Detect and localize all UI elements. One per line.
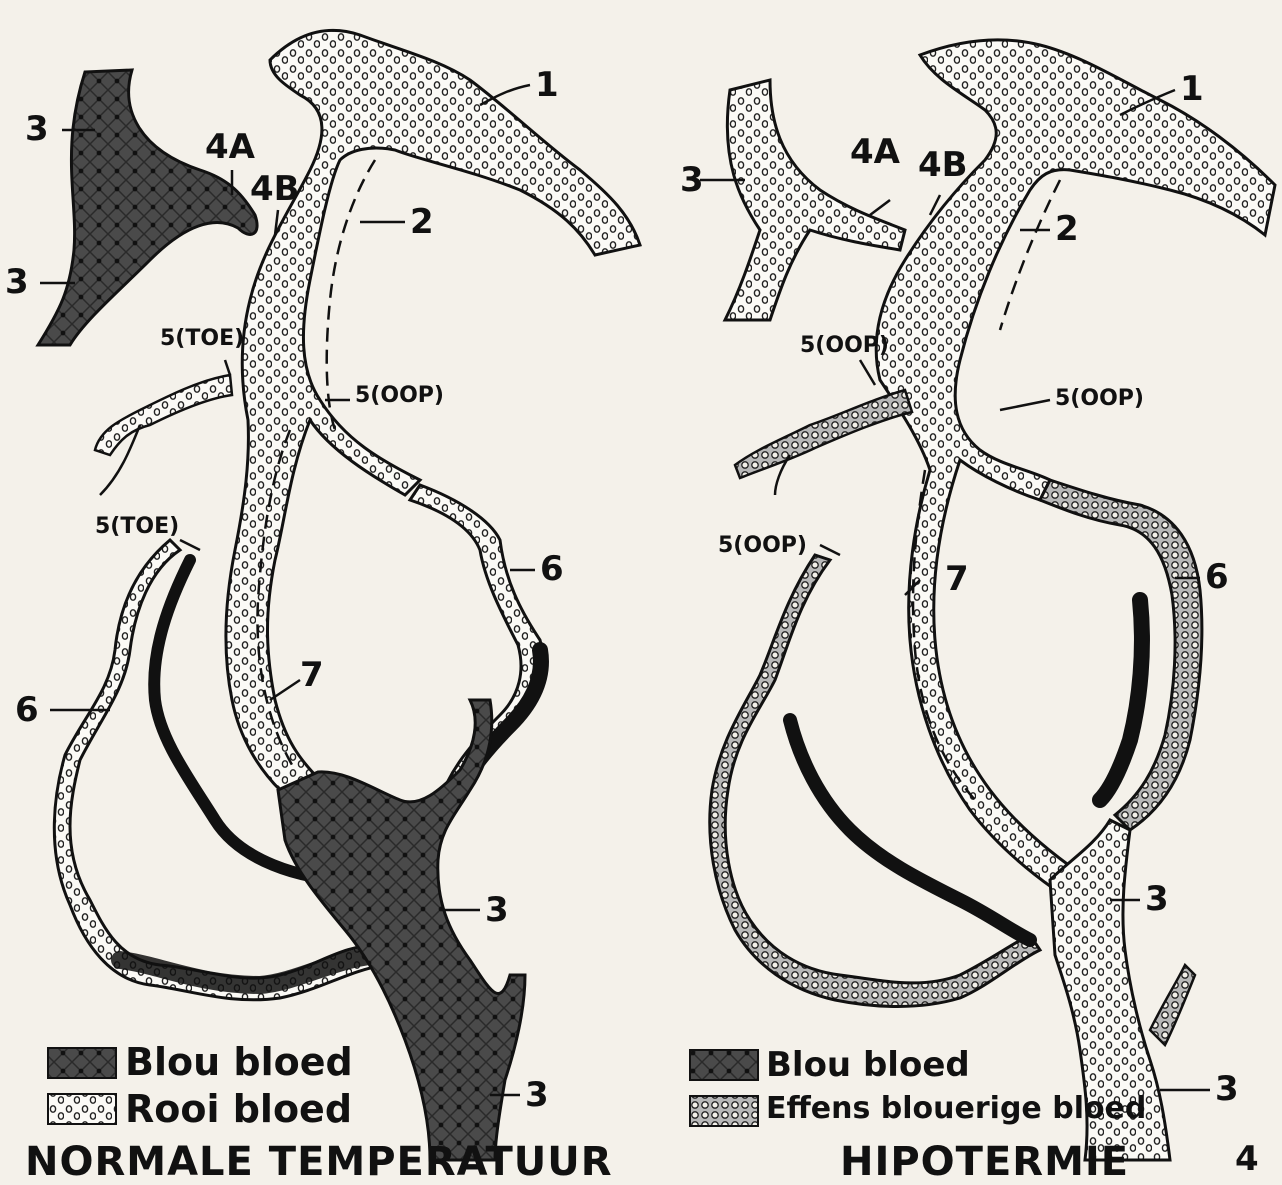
right-label-7: 7 — [945, 562, 969, 596]
legend-swatch-blue-right — [690, 1050, 758, 1080]
right-label-3-c: 3 — [1215, 1072, 1239, 1106]
right-label-3-a: 3 — [680, 163, 704, 197]
left-label-5-toe-top: 5(TOE) — [160, 328, 244, 350]
right-label-5-oop-right: 5(OOP) — [1055, 388, 1144, 410]
left-label-5-toe-bottom: 5(TOE) — [95, 516, 179, 538]
right-diagram — [690, 40, 1275, 1160]
left-label-6-right: 6 — [540, 552, 564, 586]
right-legend-bluish-label: Effens blouerige bloed — [766, 1094, 1146, 1124]
right-legend-blue-label: Blou bloed — [766, 1048, 970, 1082]
right-label-4b: 4B — [918, 148, 968, 182]
legend-swatch-blue — [48, 1048, 116, 1078]
right-label-3-b: 3 — [1145, 882, 1169, 916]
right-label-6: 6 — [1205, 560, 1229, 594]
left-label-1: 1 — [535, 68, 559, 102]
left-diagram — [38, 30, 640, 1160]
left-loop-6-left — [54, 540, 385, 1000]
figure-number: 4 — [1235, 1142, 1260, 1176]
right-label-4a: 4A — [850, 135, 900, 169]
left-artery-1 — [226, 30, 640, 790]
left-label-3-a: 3 — [25, 112, 49, 146]
left-caption: NORMALE TEMPERATUUR — [25, 1142, 613, 1182]
left-legend-blue-label: Blou bloed — [125, 1043, 353, 1081]
left-label-3-b: 3 — [5, 265, 29, 299]
left-legend-red-label: Rooi bloed — [125, 1090, 352, 1128]
left-vein-3-top — [38, 70, 257, 345]
right-label-1: 1 — [1180, 72, 1204, 106]
right-label-2: 2 — [1055, 212, 1079, 246]
left-twig — [95, 375, 232, 455]
left-label-5-oop: 5(OOP) — [355, 385, 444, 407]
left-label-2: 2 — [410, 205, 434, 239]
left-label-6-left: 6 — [15, 693, 39, 727]
legend-swatch-bluish — [690, 1096, 758, 1126]
right-vein-3-top — [725, 80, 905, 320]
left-label-4b: 4B — [250, 172, 300, 206]
right-label-5-oop-bottom: 5(OOP) — [718, 535, 807, 557]
left-label-3-d: 3 — [525, 1078, 549, 1112]
right-caption: HIPOTERMIE — [840, 1142, 1129, 1182]
legend-swatch-red — [48, 1094, 116, 1124]
right-label-5-oop-top: 5(OOP) — [800, 335, 889, 357]
left-label-3-c: 3 — [485, 893, 509, 927]
right-twig — [735, 390, 912, 478]
right-loop-6-left — [710, 555, 1040, 1007]
left-label-4a: 4A — [205, 130, 255, 164]
left-label-7: 7 — [300, 658, 324, 692]
